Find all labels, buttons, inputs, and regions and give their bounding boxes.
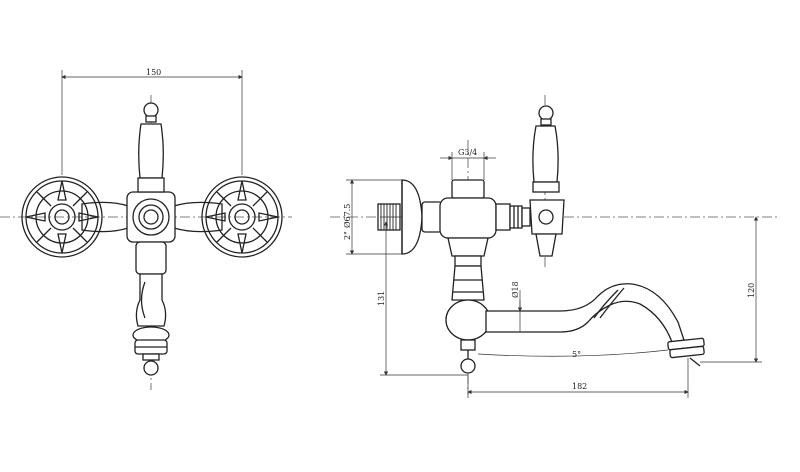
side-wall-flange bbox=[401, 179, 423, 255]
side-spout bbox=[485, 283, 705, 367]
reach-label: 182 bbox=[572, 382, 587, 391]
height-left-dimension: 131 bbox=[377, 216, 468, 376]
inlet-size-label: 2" bbox=[343, 231, 352, 240]
reach-dimension: 182 bbox=[467, 358, 689, 398]
flange-diameter-label: Ø67.5 bbox=[343, 204, 352, 228]
front-lever-handle bbox=[137, 102, 165, 193]
thread-label: G3/4 bbox=[458, 148, 477, 157]
height-right-dimension: 120 bbox=[700, 216, 762, 363]
angle-dimension: 5° bbox=[477, 349, 669, 359]
side-connector bbox=[421, 201, 443, 233]
flange-diameter-dimension: Ø67.5 2" bbox=[343, 179, 402, 255]
mixer-body bbox=[126, 191, 176, 243]
front-width-label: 150 bbox=[146, 68, 161, 77]
front-spout bbox=[132, 241, 170, 376]
thread-dimension: G3/4 bbox=[440, 148, 496, 180]
left-wall-flange bbox=[21, 176, 103, 258]
height-right-label: 120 bbox=[747, 283, 756, 298]
front-view: 150 bbox=[0, 68, 292, 390]
side-view: G3/4 Ø67.5 2" 131 120 Ø18 bbox=[330, 95, 780, 398]
height-left-label: 131 bbox=[377, 291, 386, 306]
spout-bore-label: Ø18 bbox=[511, 281, 520, 298]
side-body bbox=[439, 179, 531, 374]
angle-label: 5° bbox=[572, 350, 581, 359]
front-width-dimension: 150 bbox=[61, 68, 243, 175]
right-wall-flange bbox=[201, 176, 283, 258]
side-lever-handle bbox=[529, 105, 565, 257]
spout-bore-dimension: Ø18 bbox=[511, 281, 523, 332]
